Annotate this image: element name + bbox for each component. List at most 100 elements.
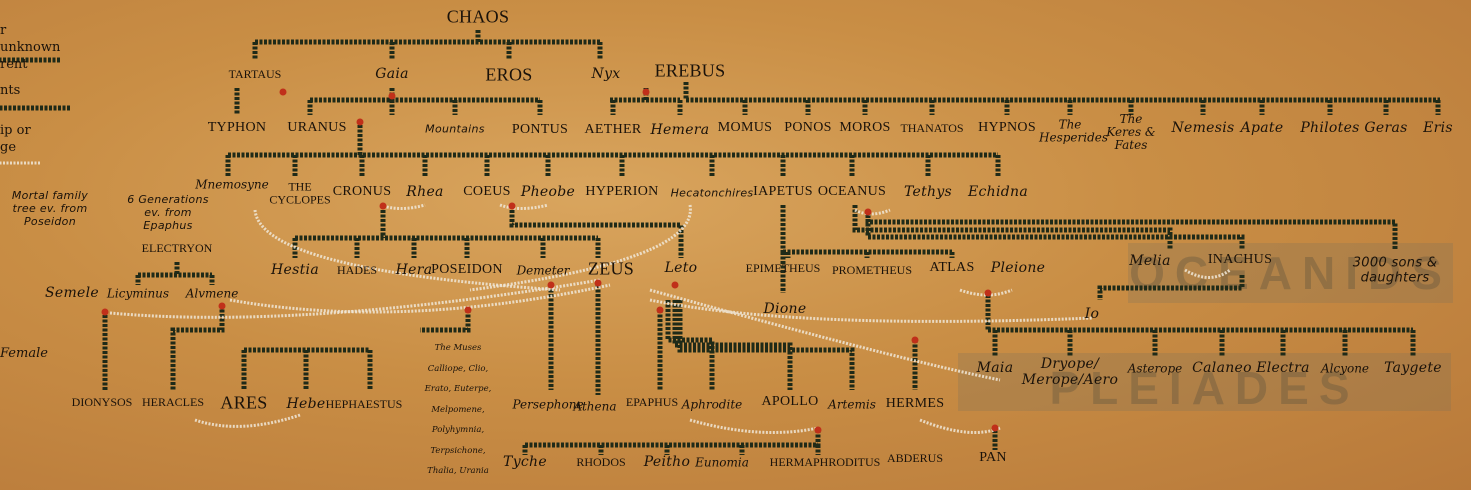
- node-persephone: Persephone: [512, 397, 584, 412]
- node-dionysos: DIONYSOS: [71, 394, 133, 409]
- node-hesperides: The Hesperides: [1039, 117, 1109, 145]
- node-nemesis: Nemesis: [1171, 120, 1235, 136]
- node-gaia: Gaia: [375, 66, 409, 82]
- node-erebus: EREBUS: [654, 60, 726, 81]
- node-prometheus: PROMETHEUS: [831, 262, 913, 277]
- muses-list: The Muses Calliope, Clio, Erato, Euterpe…: [417, 338, 499, 482]
- node-oceanus: OCEANUS: [817, 184, 887, 199]
- node-dryope: Dryope/ Merope/Aero: [1021, 356, 1119, 388]
- node-hypnos: HYPNOS: [978, 120, 1036, 135]
- node-tyche: Tyche: [503, 454, 547, 470]
- node-philotes: Philotes: [1300, 120, 1360, 136]
- node-cyclopes: THE CYCLOPES: [269, 179, 331, 207]
- node-hermes: HERMES: [885, 396, 945, 411]
- node-atlas: ATLAS: [929, 260, 975, 275]
- union-marker: [388, 92, 396, 100]
- descent-line: [307, 88, 543, 115]
- node-mountains: Mountains: [425, 122, 485, 136]
- node-hermaphroditus: HERMAPHRODITUS: [769, 454, 881, 469]
- descent-line: [509, 210, 684, 258]
- node-rhodos: RHODOS: [576, 454, 626, 469]
- descent-line: [985, 295, 1416, 356]
- node-hades: HADES: [336, 262, 378, 277]
- node-pleione: Pleione: [990, 260, 1046, 276]
- note-mortal-tree: Mortal family tree ev. from Poseidon: [11, 188, 89, 228]
- relationship-line: [499, 203, 549, 210]
- descent-line: [683, 82, 1441, 115]
- descent-line: [0, 57, 70, 111]
- node-maia: Maia: [976, 360, 1014, 376]
- node-nyx: Nyx: [591, 66, 621, 82]
- node-apollo: APOLLO: [761, 394, 819, 409]
- node-momus: MOMUS: [717, 120, 773, 135]
- node-rhea: Rhea: [406, 184, 444, 200]
- node-semele: Semele: [45, 285, 99, 301]
- node-apate: Apate: [1240, 120, 1284, 136]
- union-marker: [864, 208, 872, 216]
- node-uranus: URANUS: [287, 120, 347, 135]
- node-electra: Electra: [1256, 360, 1310, 376]
- union-marker: [671, 281, 679, 289]
- node-mnemosyne: Mnemosyne: [195, 177, 269, 192]
- muses-title: The Muses: [434, 343, 482, 353]
- note-sons-daughters: 3000 sons & daughters: [1352, 255, 1438, 286]
- node-hera: Hera: [395, 262, 433, 278]
- node-epimetheus: EPIMETHEUS: [745, 260, 821, 275]
- node-alcyone: Alcyone: [1320, 361, 1370, 376]
- relationship-line: [229, 283, 611, 314]
- node-poseidon: POSEIDON: [431, 262, 503, 277]
- union-marker: [911, 336, 919, 344]
- node-pan: PAN: [979, 450, 1007, 465]
- node-hebe: Hebe: [286, 396, 326, 412]
- node-hyperion: HYPERION: [585, 184, 659, 199]
- muses-names: Calliope, Clio, Erato, Euterpe, Melpomen…: [424, 363, 492, 477]
- node-typhon: TYPHON: [207, 120, 267, 135]
- union-marker: [991, 424, 999, 432]
- node-geras: Geras: [1364, 120, 1408, 136]
- relationship-line: [379, 203, 426, 210]
- relationship-line: [689, 418, 819, 434]
- union-marker: [656, 306, 664, 314]
- legend-parents: nts: [0, 83, 21, 98]
- relationship-line: [109, 278, 601, 319]
- node-hecatonchires: Hecatonchires: [670, 186, 754, 200]
- relationship-line: [649, 298, 1093, 323]
- node-eros: EROS: [485, 64, 533, 85]
- node-pheobe: Pheobe: [520, 184, 576, 200]
- node-io: Io: [1084, 306, 1100, 322]
- union-marker: [356, 118, 364, 126]
- descent-line: [225, 125, 1001, 176]
- descent-line: [780, 205, 955, 293]
- node-tartaus: TARTAUS: [228, 66, 282, 81]
- union-marker: [379, 202, 387, 210]
- note-generations: 6 Generations ev. from Epaphus: [127, 192, 209, 232]
- node-taygete: Taygete: [1384, 360, 1442, 376]
- node-echidna: Echidna: [968, 184, 1028, 200]
- node-cronus: CRONUS: [332, 184, 392, 199]
- oceanids-watermark: OCEANIDS: [1128, 243, 1453, 303]
- union-marker: [218, 302, 226, 310]
- node-eunomia: Eunomia: [695, 455, 749, 470]
- relationship-line: [194, 413, 301, 428]
- relationship-line: [959, 288, 1013, 297]
- node-leto: Leto: [664, 260, 698, 276]
- union-marker: [508, 202, 516, 210]
- node-demeter: Demeter: [516, 263, 570, 278]
- union-marker: [101, 308, 109, 316]
- node-heracles: HERACLES: [141, 394, 205, 409]
- node-peitho: Peitho: [643, 454, 691, 470]
- node-epaphus: EPAPHUS: [625, 394, 679, 409]
- node-inachus: INACHUS: [1207, 252, 1273, 267]
- relationship-line: [649, 288, 1001, 382]
- node-alvmene: Alvmene: [185, 286, 239, 301]
- node-pontus: PONTUS: [511, 122, 569, 137]
- node-chaos: CHAOS: [446, 6, 510, 27]
- legend-female: Female: [0, 346, 48, 361]
- union-marker: [279, 88, 287, 96]
- relationship-line: [1184, 268, 1231, 279]
- node-calaneo: Calaneo: [1192, 360, 1252, 376]
- node-ares: ARES: [220, 392, 268, 413]
- node-athena: Athena: [573, 399, 617, 414]
- node-hemera: Hemera: [650, 122, 710, 138]
